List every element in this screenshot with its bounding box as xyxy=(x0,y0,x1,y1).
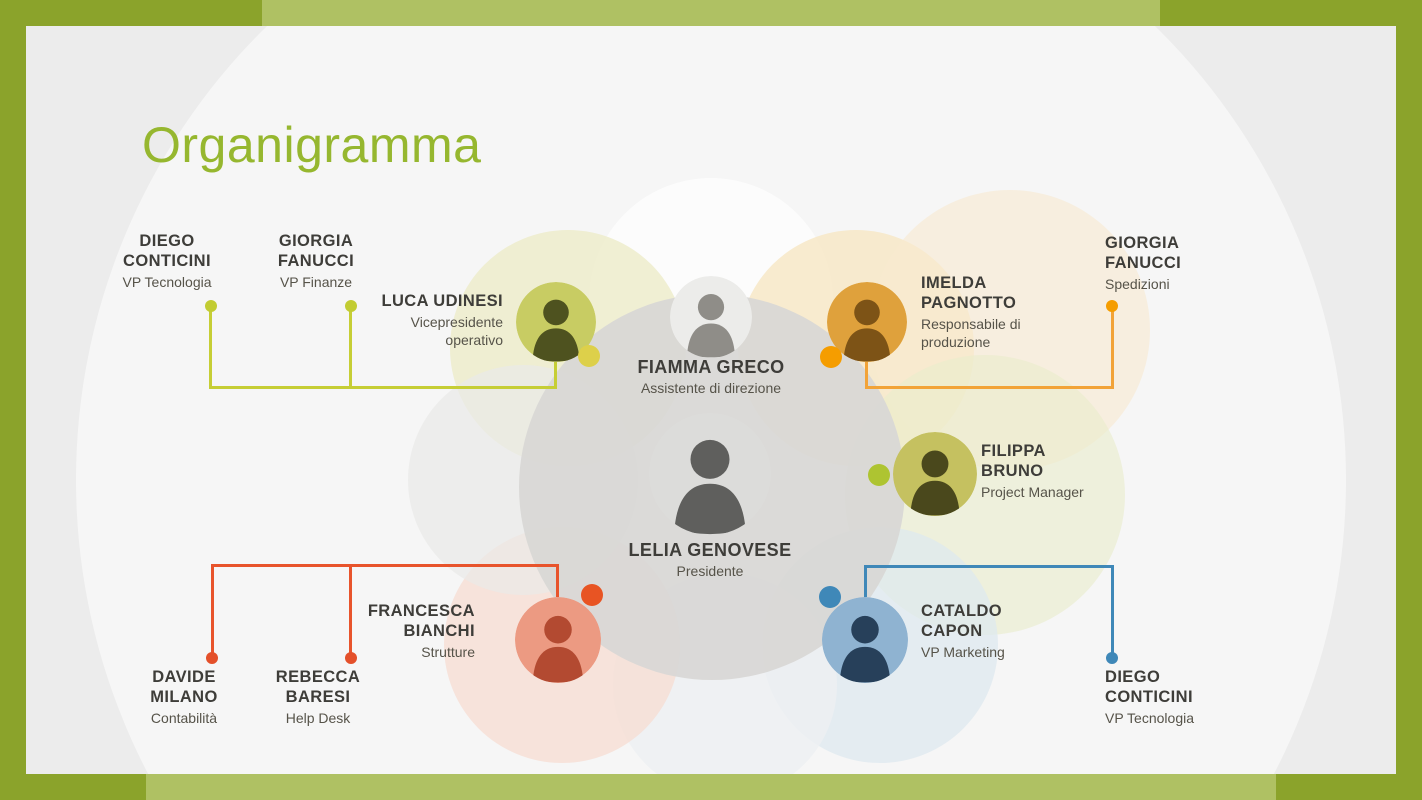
person-icon xyxy=(827,282,907,362)
label-diego-conticini-bottom: DIEGO CONTICINI VP Tecnologia xyxy=(1105,667,1235,727)
dot-giorgia-tl xyxy=(345,300,357,312)
frame-left xyxy=(0,0,26,800)
person-name: DIEGO CONTICINI xyxy=(1105,668,1193,706)
connector-blue-horizontal xyxy=(864,565,1114,568)
person-role: Vicepresidente operativo xyxy=(410,314,503,348)
label-diego-conticini-top: DIEGO CONTICINI VP Tecnologia xyxy=(97,231,237,291)
person-icon xyxy=(822,597,908,683)
person-name: REBECCA BARESI xyxy=(275,668,361,706)
page-title: Organigramma xyxy=(142,117,482,173)
frame-bottom-light-segment xyxy=(146,774,1276,800)
connector-green-vertical-diego xyxy=(209,306,212,389)
dot-imelda-photo xyxy=(820,346,842,368)
dot-luca-photo xyxy=(578,345,600,367)
person-role: Help Desk xyxy=(285,710,351,726)
dot-diego-br xyxy=(1106,652,1118,664)
person-role: Responsabile di produzione xyxy=(921,316,1021,350)
person-role: VP Tecnologia xyxy=(122,274,212,290)
person-role: Presidente xyxy=(676,563,744,579)
person-role: VP Tecnologia xyxy=(1105,710,1194,726)
person-name: DAVIDE MILANO xyxy=(150,668,218,706)
person-name: FRANCESCA BIANCHI xyxy=(367,602,475,640)
person-role: VP Finanze xyxy=(279,274,353,290)
label-rebecca-baresi: REBECCA BARESI Help Desk xyxy=(258,667,378,727)
frame-top-light-segment xyxy=(262,0,1160,26)
dot-diego-tl xyxy=(205,300,217,312)
label-lelia-genovese: LELIA GENOVESE Presidente xyxy=(585,540,835,580)
person-icon xyxy=(649,413,771,535)
person-icon xyxy=(515,597,601,683)
connector-orange-photo-stub xyxy=(865,362,868,389)
person-role: Spedizioni xyxy=(1105,276,1170,292)
label-cataldo-capon: CATALDO CAPON VP Marketing xyxy=(921,601,1071,661)
connector-blue-photo-stub xyxy=(864,567,867,597)
connector-blue-vertical-diego xyxy=(1111,565,1114,657)
person-name: DIEGO CONTICINI xyxy=(123,232,211,270)
connector-orange-vertical-giorgia xyxy=(1111,306,1114,389)
connector-red-horizontal xyxy=(211,564,559,567)
connector-green-horizontal xyxy=(209,386,557,389)
connector-red-photo-stub xyxy=(556,564,559,597)
dot-davide xyxy=(206,652,218,664)
photo-lelia-genovese xyxy=(649,413,771,535)
person-name: GIORGIA FANUCCI xyxy=(1105,234,1182,272)
dot-giorgia-right xyxy=(1106,300,1118,312)
person-name: FIAMMA GRECO xyxy=(637,357,785,377)
person-name: FILIPPA BRUNO xyxy=(981,442,1046,480)
dot-filippa-photo xyxy=(868,464,890,486)
photo-cataldo-capon xyxy=(822,597,908,683)
photo-francesca-bianchi xyxy=(515,597,601,683)
person-name: IMELDA PAGNOTTO xyxy=(921,274,1017,312)
label-giorgia-fanucci-top: GIORGIA FANUCCI VP Finanze xyxy=(246,231,386,291)
person-name: GIORGIA FANUCCI xyxy=(277,232,355,270)
photo-fiamma-greco xyxy=(670,276,752,358)
person-role: Assistente di direzione xyxy=(640,380,782,396)
person-icon xyxy=(670,276,752,358)
frame-right xyxy=(1396,0,1422,800)
connector-green-photo-stub xyxy=(554,362,557,389)
connector-red-vertical-davide xyxy=(211,564,214,656)
person-icon xyxy=(516,282,596,362)
person-name: LUCA UDINESI xyxy=(381,292,503,310)
connector-orange-horizontal xyxy=(865,386,1114,389)
person-role: Project Manager xyxy=(981,484,1084,500)
person-name: CATALDO CAPON xyxy=(921,602,1003,640)
person-role: VP Marketing xyxy=(921,644,1005,660)
label-davide-milano: DAVIDE MILANO Contabilità xyxy=(124,667,244,727)
dot-francesca-photo xyxy=(581,584,603,606)
label-francesca-bianchi: FRANCESCA BIANCHI Strutture xyxy=(335,601,475,661)
label-imelda-pagnotto: IMELDA PAGNOTTO Responsabile di produzio… xyxy=(921,273,1071,351)
photo-luca-udinesi xyxy=(516,282,596,362)
label-filippa-bruno: FILIPPA BRUNO Project Manager xyxy=(981,441,1141,501)
label-giorgia-fanucci-right: GIORGIA FANUCCI Spedizioni xyxy=(1105,233,1225,293)
person-role: Strutture xyxy=(421,644,475,660)
person-role: Contabilità xyxy=(150,710,218,726)
label-fiamma-greco: FIAMMA GRECO Assistente di direzione xyxy=(586,357,836,397)
person-name: LELIA GENOVESE xyxy=(628,540,792,560)
photo-filippa-bruno xyxy=(893,432,977,516)
connector-red-vertical-rebecca xyxy=(349,564,352,656)
dot-rebecca xyxy=(345,652,357,664)
person-icon xyxy=(893,432,977,516)
connector-green-vertical-giorgia xyxy=(349,306,352,389)
photo-imelda-pagnotto xyxy=(827,282,907,362)
label-luca-udinesi: LUCA UDINESI Vicepresidente operativo xyxy=(353,291,503,349)
dot-cataldo-photo xyxy=(819,586,841,608)
